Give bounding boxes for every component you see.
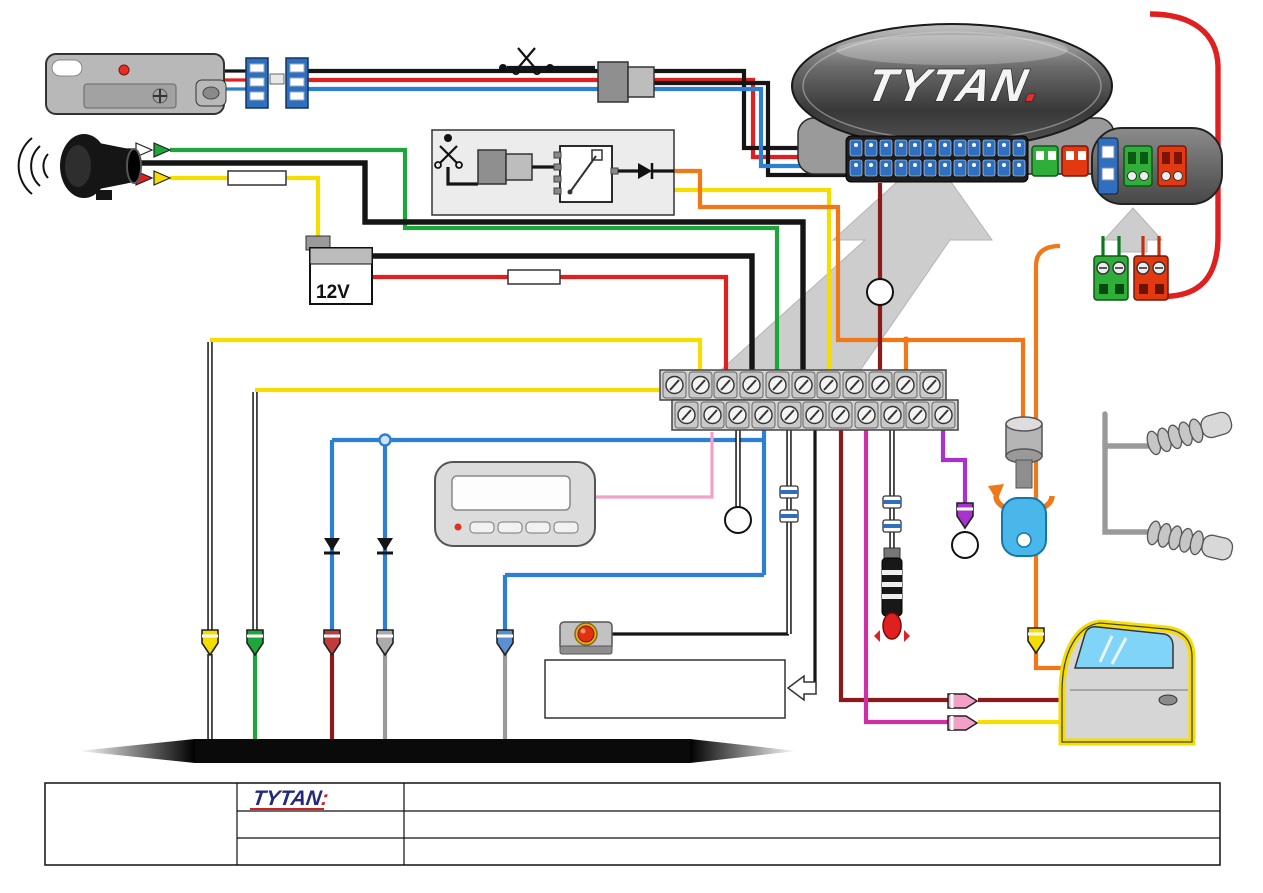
wires-gray [382,411,1151,742]
wires-white [207,342,895,742]
wires-yellow [170,175,1062,725]
led-icon [454,523,462,531]
spade-purple [955,501,975,530]
test-lamp [874,547,910,642]
spec-table: TYTAN: [44,782,1221,866]
callout-circle [951,531,979,559]
sound-wave-icon [17,137,49,195]
aux-connector-red [1061,145,1089,177]
callout-circle [866,278,894,306]
harness-arrow-small [1102,207,1164,253]
bullet-connector-top [597,61,655,103]
spade-blue [495,628,515,657]
scissors-icon [434,145,463,169]
pager-remote [434,461,596,547]
spade-door-yellow [1026,626,1046,655]
terminal-strip [659,369,959,431]
inline-clip [779,509,799,523]
connector-pod [1091,127,1223,205]
battery-label: 12V [316,282,350,303]
callout-circle [724,506,752,534]
wires-orange [674,168,1062,671]
spade-door-2 [946,714,979,732]
spade-green [245,628,265,657]
siren-spade-yellow [153,170,171,186]
cut-wire-scissors-top [499,47,554,76]
ground-strip [78,739,797,763]
ignition-switch [988,416,1055,557]
harness-connector-pair [245,57,309,109]
wires-black [110,65,846,688]
spade-gray [375,628,395,657]
car-door [1058,619,1196,746]
spade-door-1 [946,692,979,710]
fuse-siren [227,170,287,186]
main-connector-24pin [845,135,1029,183]
door-handle [1158,694,1178,706]
inline-clip [882,519,902,533]
door-wire-boot-lower [1144,519,1236,564]
pager-screen [451,475,571,511]
spade-yellow [200,628,220,657]
screw-terminal-red [1133,236,1169,301]
battery-12v: 12V [305,235,373,305]
led-status-indicator [45,53,227,115]
led-icon [118,64,130,76]
wires-magenta [595,430,968,725]
diode-icon [324,538,393,555]
wires-green [170,147,780,742]
inline-clip [779,485,799,499]
table-brand-logo: TYTAN: [251,787,330,810]
siren [17,134,142,200]
relay-module [431,129,675,216]
instruction-box [544,659,817,719]
relay-icon [553,145,619,203]
scissors-icon [511,47,542,76]
wires-dark-red [329,183,1062,742]
screw-terminal-green [1093,236,1129,301]
door-window [1073,626,1174,669]
plus-icon [152,88,168,104]
aux-connector-green [1031,145,1059,177]
spade-red [322,628,342,657]
brand-logo: TYTAN. [863,59,1049,110]
door-wire-boot-upper [1144,408,1235,457]
valet-button [559,621,613,655]
arrow-left-icon [786,674,817,702]
siren-spade-green [153,142,171,158]
fuse-battery [507,269,561,285]
main-control-unit: TYTAN. [791,23,1115,183]
wire-junction [378,433,392,447]
inline-clip [882,495,902,509]
